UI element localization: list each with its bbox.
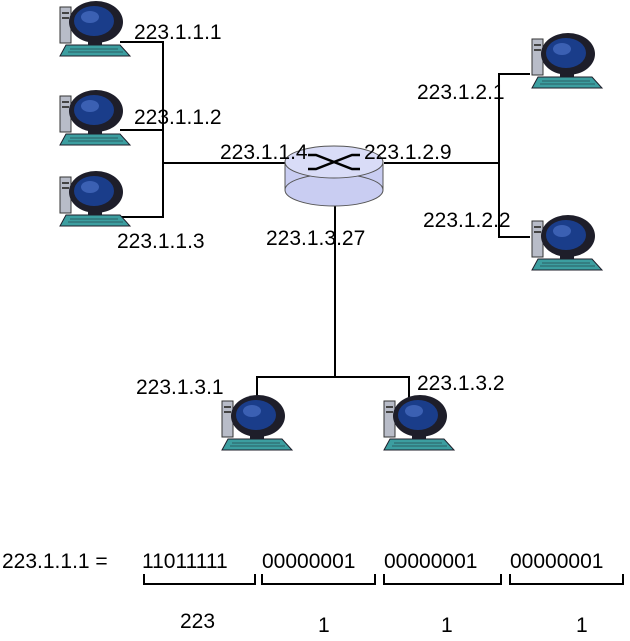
binary-octet: 00000001 [384, 550, 477, 573]
host-ip-label: 223.1.3.1 [136, 376, 224, 399]
binary-octet: 11011111 [142, 550, 228, 573]
binary-notation: 223.1.1.1 = 11011111 00000001 00000001 0… [2, 550, 624, 637]
host-ip-label: 223.1.2.2 [423, 209, 511, 232]
octet-bracket [143, 574, 256, 585]
computer-icon [221, 394, 293, 451]
octet-bracket [509, 574, 624, 585]
decimal-octet: 1 [576, 614, 588, 637]
host-ip-label: 223.1.2.1 [417, 81, 505, 104]
computer-icon [531, 214, 603, 271]
host-ip-label: 223.1.1.1 [134, 21, 222, 44]
decimal-octet: 1 [318, 614, 330, 637]
computer-icon [59, 0, 131, 57]
binary-octet: 00000001 [262, 550, 355, 573]
router-interface-label: 223.1.1.4 [220, 141, 308, 164]
binary-prefix: 223.1.1.1 = [2, 550, 108, 573]
lan-2-bus [498, 73, 530, 238]
computer-icon [383, 394, 455, 451]
octet-bracket [261, 574, 376, 585]
router-interface-label: 223.1.2.9 [364, 141, 452, 164]
host-ip-label: 223.1.1.3 [117, 230, 205, 253]
links [120, 41, 530, 401]
binary-octet: 00000001 [510, 550, 603, 573]
computer-icon [59, 89, 131, 146]
computer-icon [531, 32, 603, 89]
lan-3-bus [256, 376, 410, 401]
router-interface-label: 223.1.3.27 [266, 227, 365, 250]
host-ip-label: 223.1.1.2 [134, 106, 222, 129]
octet-brackets [143, 574, 624, 585]
computer-icon [59, 170, 131, 227]
decimal-octet: 1 [441, 614, 453, 637]
decimal-octet: 223 [180, 610, 215, 633]
octet-bracket [383, 574, 502, 585]
host-ip-label: 223.1.3.2 [417, 372, 505, 395]
router-icon [284, 145, 384, 207]
